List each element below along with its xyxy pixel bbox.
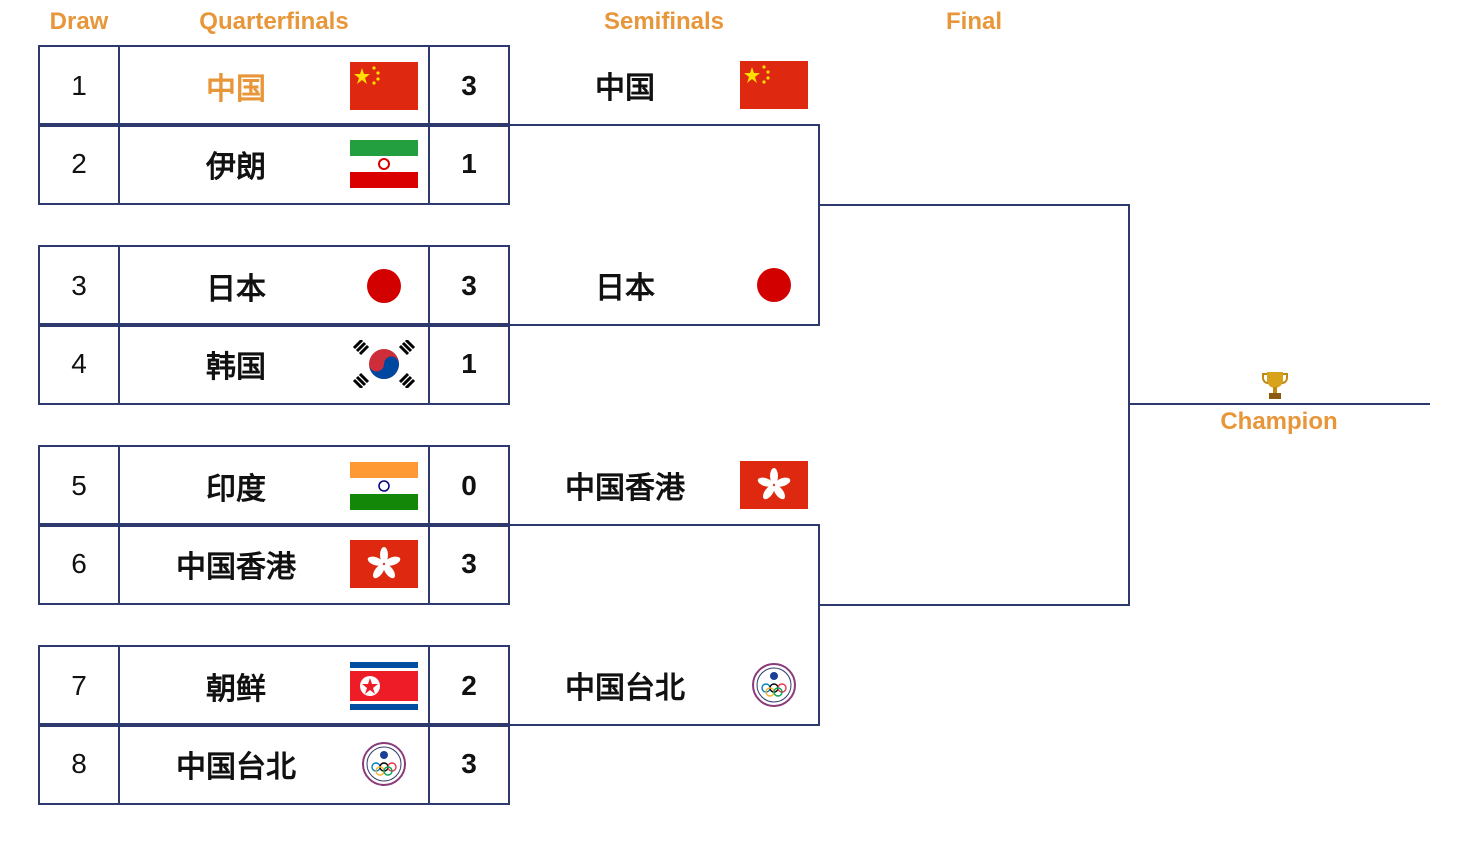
team-name: 日本 xyxy=(206,273,266,306)
draw-cell: 4 xyxy=(38,323,120,405)
draw-number: 1 xyxy=(71,70,87,101)
score-cell: 3 xyxy=(428,245,510,327)
draw-number: 2 xyxy=(71,148,87,179)
semifinal-team-name: 中国 xyxy=(595,72,655,105)
bracket-line xyxy=(818,604,1130,606)
draw-number: 5 xyxy=(71,470,87,501)
bracket-line xyxy=(818,204,1130,206)
japan-flag-icon xyxy=(350,262,418,310)
team-cell: 中国 xyxy=(118,45,430,127)
score: 1 xyxy=(461,148,477,179)
score-cell: 3 xyxy=(428,45,510,127)
draw-cell: 7 xyxy=(38,645,120,727)
team-cell: 中国台北 xyxy=(118,723,430,805)
header-final: Final xyxy=(945,8,1003,35)
bracket-line xyxy=(1128,204,1130,606)
champion-label: Champion xyxy=(1220,408,1338,435)
team-cell: 朝鲜 xyxy=(118,645,430,727)
team-name: 印度 xyxy=(206,473,266,506)
score: 0 xyxy=(461,470,477,501)
trophy-icon xyxy=(1262,372,1288,399)
team-name: 伊朗 xyxy=(206,151,266,184)
team-cell: 日本 xyxy=(118,245,430,327)
bracket-line xyxy=(508,724,820,726)
score: 3 xyxy=(461,70,477,101)
score-cell: 3 xyxy=(428,723,510,805)
draw-number: 6 xyxy=(71,548,87,579)
score-cell: 1 xyxy=(428,123,510,205)
draw-cell: 8 xyxy=(38,723,120,805)
team-name: 中国香港 xyxy=(176,551,296,584)
team-name: 朝鲜 xyxy=(206,673,266,706)
hongkong-flag-icon xyxy=(350,540,418,588)
team-cell: 印度 xyxy=(118,445,430,527)
team-name: 中国 xyxy=(206,73,266,106)
draw-cell: 5 xyxy=(38,445,120,527)
draw-cell: 1 xyxy=(38,45,120,127)
score: 2 xyxy=(461,670,477,701)
draw-number: 3 xyxy=(71,270,87,301)
draw-number: 4 xyxy=(71,348,87,379)
team-cell: 韩国 xyxy=(118,323,430,405)
team-name: 中国台北 xyxy=(176,751,296,784)
china-flag-icon xyxy=(740,61,808,109)
score-cell: 0 xyxy=(428,445,510,527)
score-cell: 3 xyxy=(428,523,510,605)
bracket-line xyxy=(818,124,820,326)
chinese-taipei-flag-icon xyxy=(350,740,418,788)
semifinal-team-name: 中国香港 xyxy=(565,472,685,505)
draw-number: 8 xyxy=(71,748,87,779)
header-semifinals: Semifinals xyxy=(603,8,725,35)
iran-flag-icon xyxy=(350,140,418,188)
bracket-line xyxy=(508,324,820,326)
score-cell: 1 xyxy=(428,323,510,405)
draw-cell: 3 xyxy=(38,245,120,327)
india-flag-icon xyxy=(350,462,418,510)
score: 1 xyxy=(461,348,477,379)
china-flag-icon xyxy=(350,62,418,110)
semifinal-team-name: 中国台北 xyxy=(565,672,685,705)
header-draw: Draw xyxy=(49,8,109,35)
japan-flag-icon xyxy=(740,261,808,309)
bracket-line xyxy=(508,524,820,526)
korea-flag-icon xyxy=(350,338,418,390)
draw-number: 7 xyxy=(71,670,87,701)
score: 3 xyxy=(461,548,477,579)
hongkong-flag-icon xyxy=(740,461,808,509)
team-cell: 伊朗 xyxy=(118,123,430,205)
draw-cell: 6 xyxy=(38,523,120,605)
champion-line xyxy=(1128,403,1430,405)
header-quarterfinals: Quarterfinals xyxy=(199,8,349,35)
team-name: 韩国 xyxy=(206,351,266,384)
score: 3 xyxy=(461,270,477,301)
score-cell: 2 xyxy=(428,645,510,727)
dprk-flag-icon xyxy=(350,662,418,710)
draw-cell: 2 xyxy=(38,123,120,205)
team-cell: 中国香港 xyxy=(118,523,430,605)
chinese-taipei-flag-icon xyxy=(740,661,808,709)
bracket-line xyxy=(818,524,820,726)
semifinal-team-name: 日本 xyxy=(595,272,655,305)
score: 3 xyxy=(461,748,477,779)
bracket-line xyxy=(508,124,820,126)
